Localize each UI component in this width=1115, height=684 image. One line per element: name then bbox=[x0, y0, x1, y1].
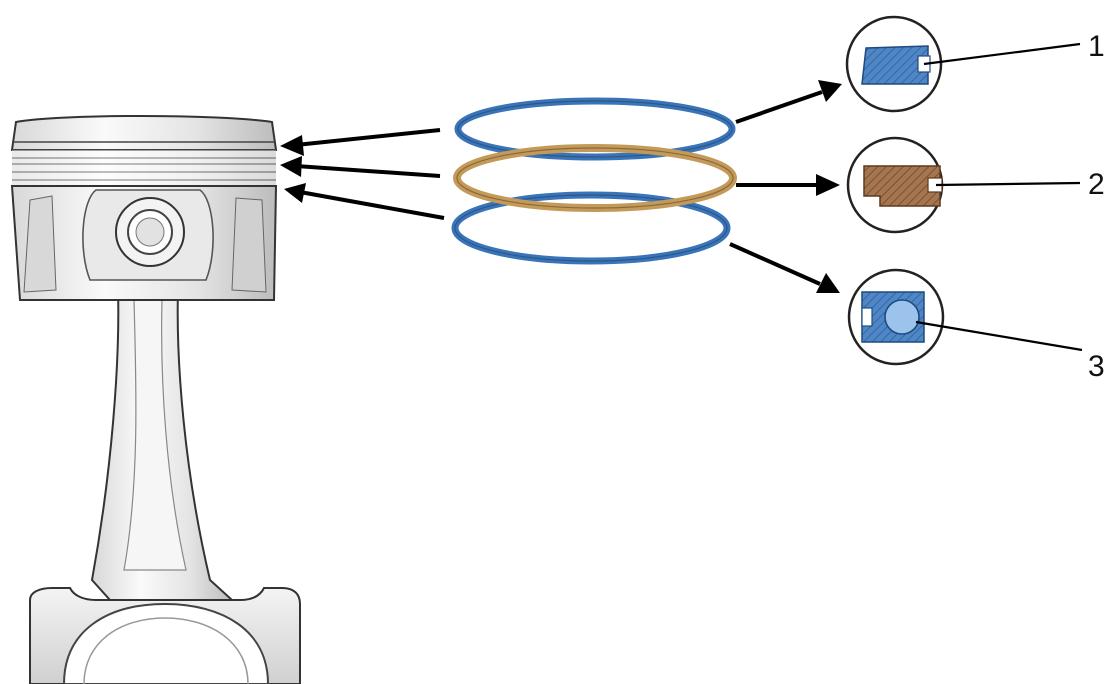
groove-pointer-arrows bbox=[280, 128, 445, 220]
ring-cross-section-icon bbox=[846, 136, 944, 234]
callout-1: 1 bbox=[1088, 30, 1105, 63]
section-2-profile bbox=[863, 165, 941, 207]
callout-2: 2 bbox=[1088, 168, 1105, 201]
big-end-bore bbox=[62, 602, 270, 684]
callout-3: 3 bbox=[1088, 350, 1105, 383]
connecting-rod-rib bbox=[123, 299, 187, 571]
section-pointer-arrows bbox=[729, 80, 842, 293]
ring-cross-section-icon bbox=[847, 268, 945, 366]
section-1-profile bbox=[861, 45, 929, 85]
ring-set bbox=[451, 97, 737, 265]
callout-leader-lines bbox=[915, 42, 1083, 352]
ring-cross-section-icon bbox=[845, 15, 943, 113]
piston-assembly-icon bbox=[10, 115, 301, 684]
section-3-expander bbox=[884, 299, 920, 335]
piston-crown bbox=[10, 115, 278, 151]
